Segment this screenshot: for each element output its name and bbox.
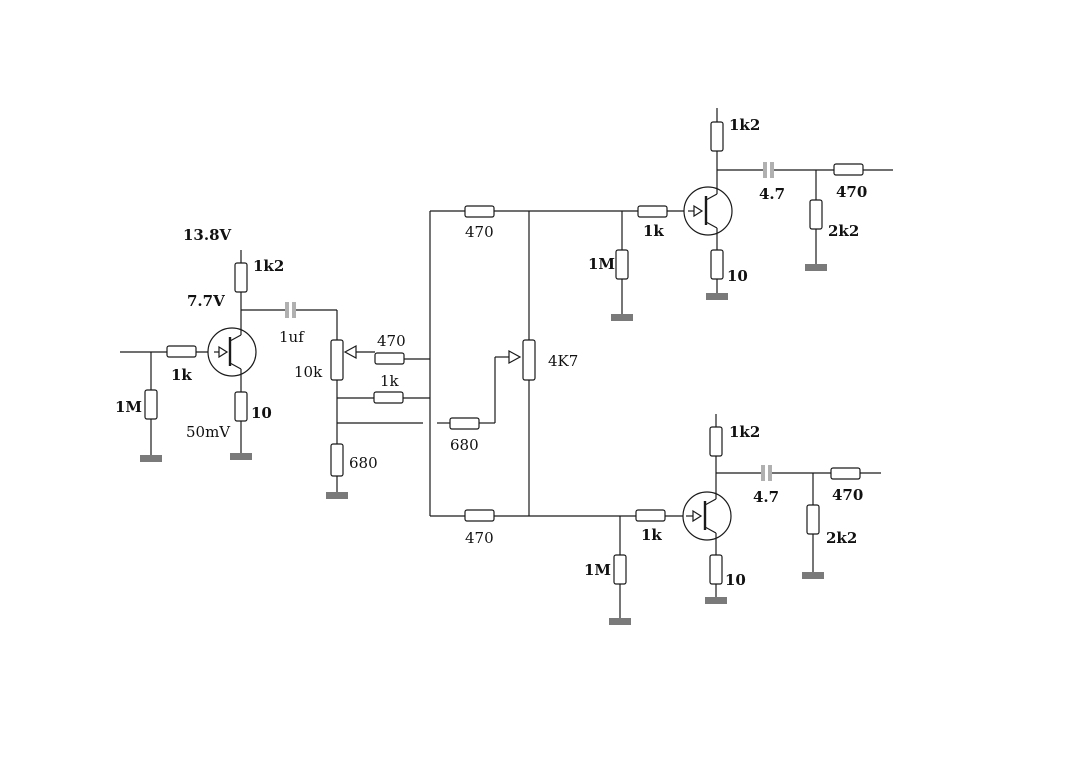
wiper-arrow-icon — [343, 344, 357, 360]
output-top-bias-resistor — [615, 249, 629, 280]
ground-symbol — [611, 314, 633, 321]
input-transistor — [207, 327, 257, 377]
resistor-680-mid-label: 680 — [450, 436, 479, 454]
ground-symbol — [706, 293, 728, 300]
ground-symbol — [802, 572, 824, 579]
ground-symbol — [805, 264, 827, 271]
output-top-capacitor — [763, 162, 767, 178]
ground-symbol — [326, 492, 348, 499]
output-top-emitter-resistor — [710, 249, 724, 280]
resistor-1k-mid — [373, 391, 404, 404]
emitter-arrow-icon — [218, 345, 229, 359]
output-bottom-emitter-resistor — [709, 554, 723, 585]
pot-4k7 — [522, 339, 536, 381]
base-resistor-label: 1k — [643, 222, 664, 240]
wiper-resistor-470 — [374, 352, 405, 365]
load-resistor-label: 2k2 — [828, 222, 859, 240]
ground-symbol — [705, 597, 727, 604]
output-bottom-bias-resistor — [613, 554, 627, 585]
output-bottom-transistor — [682, 491, 732, 541]
ground-symbol — [140, 455, 162, 462]
capacitor-label: 4.7 — [753, 488, 779, 506]
output-stage-bottom: 1k2 4.7 470 2k2 1k 1M 10 — [584, 414, 881, 625]
load-resistor-label: 2k2 — [826, 529, 857, 547]
emitter-arrow-icon — [693, 204, 704, 218]
collector-resistor-label: 1k2 — [729, 116, 760, 134]
resistor-470-bottom — [464, 509, 495, 522]
output-bottom-series-resistor — [830, 467, 861, 480]
wiper-arrow-icon — [508, 349, 522, 365]
output-bottom-capacitor — [761, 465, 765, 481]
capacitor-label: 1uf — [279, 328, 305, 346]
output-top-base-resistor — [637, 205, 668, 218]
collector-resistor-label: 1k2 — [253, 257, 284, 275]
supply-label: 13.8V — [183, 226, 232, 244]
pot-10k — [330, 339, 344, 381]
output-top-collector-resistor — [710, 121, 724, 152]
series-resistor-label: 470 — [832, 486, 863, 504]
ground-symbol — [230, 453, 252, 460]
series-resistor-label: 470 — [836, 183, 867, 201]
resistor-470-bottom-label: 470 — [465, 529, 494, 547]
pot-10k-label: 10k — [294, 363, 323, 381]
resistor-470-top-label: 470 — [465, 223, 494, 241]
collector-resistor-label: 1k2 — [729, 423, 760, 441]
output-top-load-resistor — [809, 199, 823, 230]
emitter-arrow-icon — [692, 509, 703, 523]
bias-resistor-label: 1M — [584, 561, 611, 579]
base-resistor-label: 1k — [171, 366, 192, 384]
emitter-resistor-label: 10 — [727, 267, 748, 285]
input-emitter-resistor — [234, 391, 248, 422]
input-stage: 13.8V 7.7V 1k2 1uf 1k 1M 10 50mV — [115, 226, 337, 462]
network: 10k 680 470 1k 680 470 470 4K7 — [294, 205, 638, 547]
input-base-resistor — [166, 345, 197, 358]
input-coupling-capacitor — [285, 302, 289, 318]
resistor-680-mid — [449, 417, 480, 430]
output-bottom-collector-resistor — [709, 426, 723, 457]
resistor-680-bottom — [330, 443, 344, 477]
ground-symbol — [609, 618, 631, 625]
output-bottom-load-resistor — [806, 504, 820, 535]
collector-voltage-label: 7.7V — [187, 292, 225, 310]
output-bottom-base-resistor — [635, 509, 666, 522]
wiper-resistor-label: 470 — [377, 332, 406, 350]
emitter-resistor-label: 10 — [251, 404, 272, 422]
base-resistor-label: 1k — [641, 526, 662, 544]
input-level-label: 50mV — [186, 423, 231, 441]
output-stage-top: 1k2 4.7 470 2k2 1k 1M 10 — [588, 108, 893, 321]
bias-resistor-label: 1M — [115, 398, 142, 416]
resistor-470-top — [464, 205, 495, 218]
emitter-resistor-label: 10 — [725, 571, 746, 589]
output-top-series-resistor — [833, 163, 864, 176]
output-top-transistor — [683, 186, 733, 236]
resistor-1k-mid-label: 1k — [380, 372, 400, 390]
input-bias-resistor — [144, 389, 158, 420]
input-collector-resistor — [234, 262, 248, 293]
bias-resistor-label: 1M — [588, 255, 615, 273]
pot-4k7-label: 4K7 — [548, 352, 578, 370]
capacitor-label: 4.7 — [759, 185, 785, 203]
resistor-680-bottom-label: 680 — [349, 454, 378, 472]
